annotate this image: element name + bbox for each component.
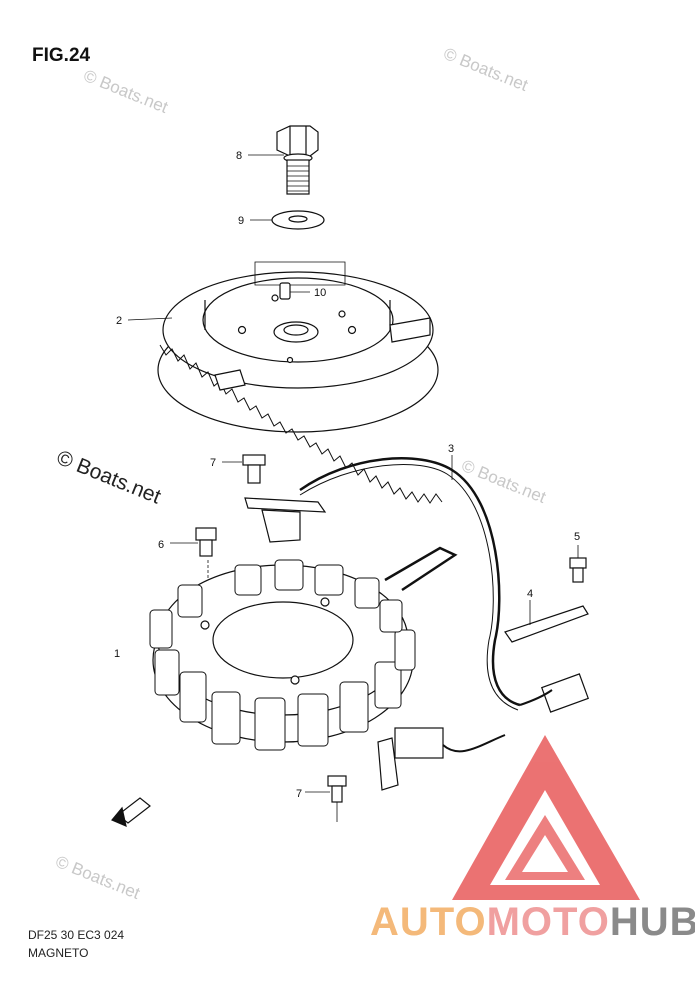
footer-code: DF25 30 EC3 024 <box>28 928 125 942</box>
callout-8: 8 <box>236 150 242 162</box>
connector-right <box>519 673 590 713</box>
callout-10: 10 <box>314 287 326 299</box>
callout-7-lower: 7 <box>296 788 302 800</box>
bolt-5 <box>569 545 587 583</box>
callout-3: 3 <box>448 443 454 455</box>
fwd-arrow-icon <box>111 797 151 828</box>
footer-caption: MAGNETO <box>28 946 89 960</box>
connector-lower <box>377 727 506 791</box>
callout-5: 5 <box>574 531 580 543</box>
brand-wordmark: AUTOMOTOHUB <box>370 900 695 945</box>
flywheel-2 <box>127 261 443 504</box>
pulser-coil-3 <box>244 455 521 711</box>
bolt-8 <box>248 125 319 195</box>
screw-7-upper <box>222 454 266 484</box>
callout-1: 1 <box>114 648 120 660</box>
callout-6: 6 <box>158 539 164 551</box>
stator-1 <box>149 546 458 751</box>
callout-9: 9 <box>238 215 244 227</box>
brand-part-moto: MOTO <box>486 900 610 944</box>
key-10 <box>279 282 310 300</box>
callout-4: 4 <box>527 588 533 600</box>
clamp-4 <box>504 600 589 643</box>
figure-title: FIG.24 <box>32 45 91 66</box>
screw-7-lower <box>305 775 347 822</box>
brand-part-hub: HUB <box>609 900 695 944</box>
callout-7-upper: 7 <box>210 457 216 469</box>
washer-9 <box>250 210 325 230</box>
brand-logo <box>452 735 640 900</box>
brand-part-auto: AUTO <box>370 900 487 944</box>
callout-2: 2 <box>116 315 122 327</box>
